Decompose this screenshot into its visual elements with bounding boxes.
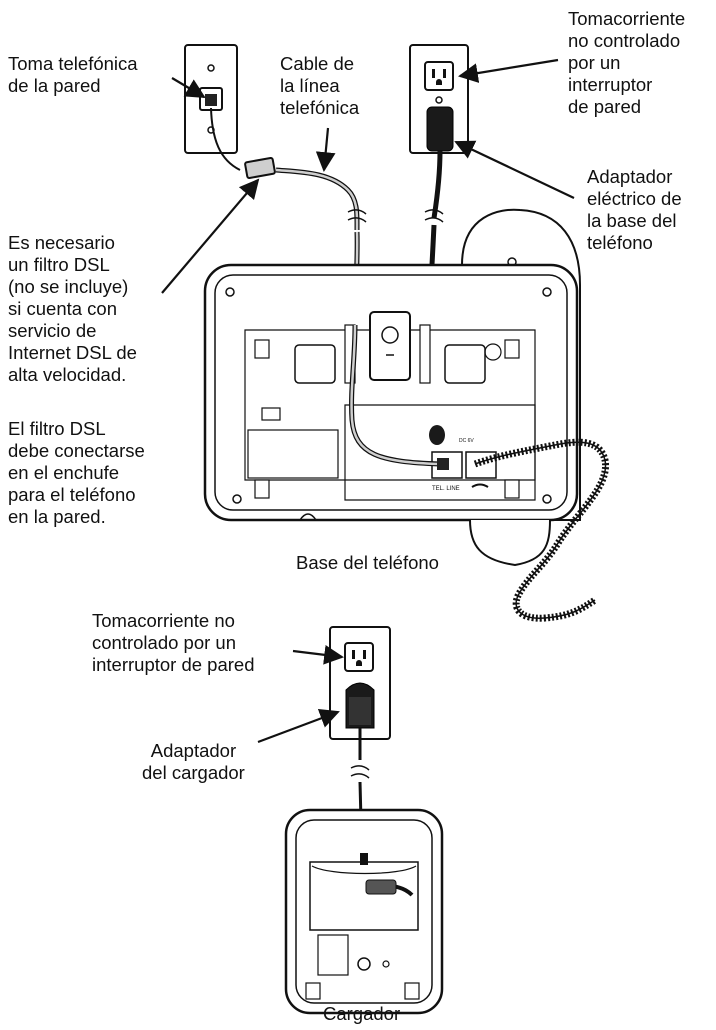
charger-caption: Cargador xyxy=(323,1003,401,1024)
tel-line-port-label: TEL. LINE xyxy=(432,486,460,492)
wall-phone-jack xyxy=(184,44,238,154)
wall-outlet-top xyxy=(409,44,469,154)
dc-port-label: DC 6V xyxy=(459,438,474,444)
line-cord-inside-base xyxy=(349,324,449,470)
charger-cradle xyxy=(284,808,444,1015)
power-plug-base xyxy=(429,425,445,445)
callout-arrows xyxy=(161,58,575,744)
telephone-base: TEL. LINE DC 6V xyxy=(203,208,581,567)
base-caption: Base del teléfono xyxy=(296,552,439,573)
wall-outlet-bottom xyxy=(329,626,391,740)
coiled-handset-cord xyxy=(473,438,610,622)
